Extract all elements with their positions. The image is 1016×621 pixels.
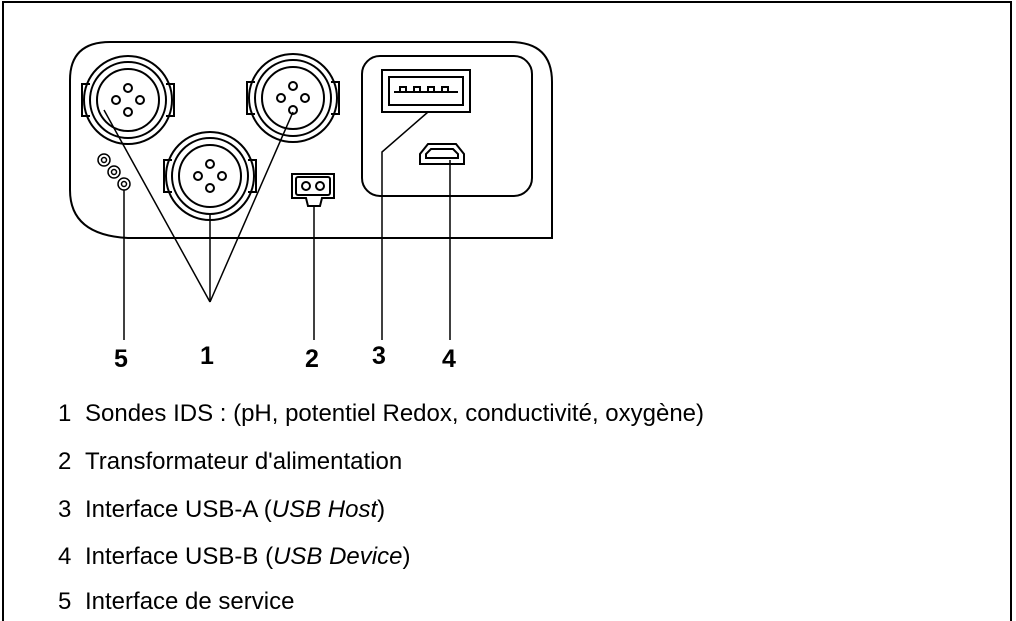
ids-socket-middle-icon (163, 131, 257, 221)
legend-text-pre: Interface USB-A ( (85, 496, 272, 523)
legend-number: 5 (58, 588, 72, 615)
legend-number: 1 (58, 400, 72, 427)
ids-socket-right-icon (246, 53, 340, 143)
legend-text-post: ) (402, 543, 411, 570)
legend-number: 3 (58, 496, 72, 523)
callout-2: 2 (305, 345, 319, 373)
legend-item-4: 4 Interface USB-B (USB Device) (58, 543, 410, 571)
legend-text-emphasis: USB Host (271, 496, 378, 523)
legend-text: Interface de service (85, 588, 295, 615)
legend-text: Sondes IDS : (pH, potentiel Redox, condu… (85, 400, 705, 427)
device-panel-outline (69, 41, 553, 239)
usb-recess (361, 55, 533, 197)
usb-b-port-icon (419, 143, 465, 165)
service-port-icon (97, 153, 131, 191)
power-socket-icon (291, 173, 335, 207)
callout-1: 1 (200, 342, 214, 370)
ids-socket-left-icon (81, 55, 175, 145)
legend-item-3: 3 Interface USB-A (USB Host) (58, 496, 385, 524)
legend-number: 4 (58, 543, 72, 570)
usb-a-port-icon (381, 69, 471, 113)
legend-item-5: 5 Interface de service (58, 588, 294, 616)
legend-text-pre: Interface USB-B ( (85, 543, 274, 570)
legend-item-1: 1 Sondes IDS : (pH, potentiel Redox, cond… (58, 400, 704, 428)
callout-4: 4 (442, 345, 456, 373)
legend-text-post: ) (377, 496, 386, 523)
callout-3: 3 (372, 342, 386, 370)
callout-5: 5 (114, 345, 128, 373)
legend-text-emphasis: USB Device (273, 543, 403, 570)
legend-text: Transformateur d'alimentation (85, 448, 403, 475)
leader-lines (103, 109, 451, 340)
legend-number: 2 (58, 448, 72, 475)
legend-item-2: 2 Transformateur d'alimentation (58, 448, 402, 476)
